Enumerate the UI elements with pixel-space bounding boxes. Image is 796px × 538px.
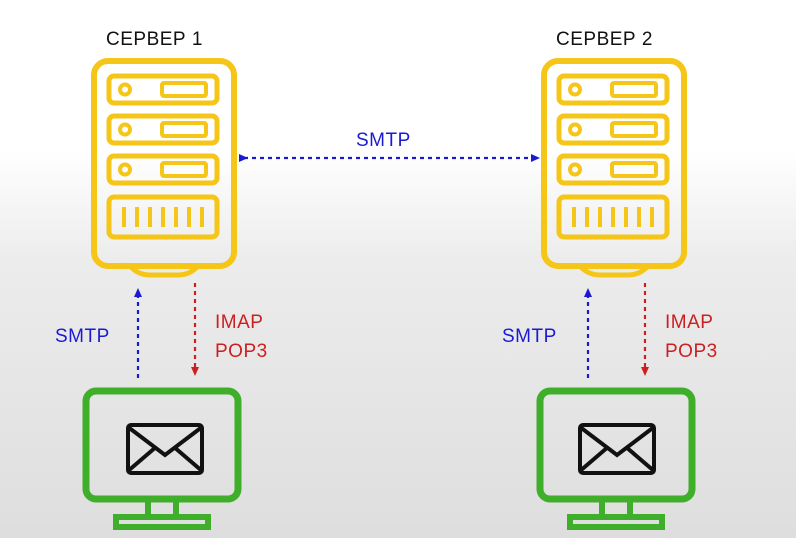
server-link-smtp-label: SMTP [356,130,411,151]
client-1-monitor-icon [86,391,238,527]
client-2-envelope-icon [578,423,656,475]
client1-imap-label: IMAP [215,312,264,333]
client2-smtp-label: SMTP [502,326,557,347]
client-2-monitor-icon [540,391,692,527]
server-2-title: СЕРВЕР 2 [556,29,653,50]
client1-pop3-label: POP3 [215,341,268,362]
client2-pop3-label: POP3 [665,341,718,362]
server-1-icon [94,61,234,275]
server-2-icon [544,61,684,275]
client-1-envelope-icon [126,423,204,475]
server-1-title: СЕРВЕР 1 [106,29,203,50]
client1-smtp-label: SMTP [55,326,110,347]
client2-imap-label: IMAP [665,312,714,333]
